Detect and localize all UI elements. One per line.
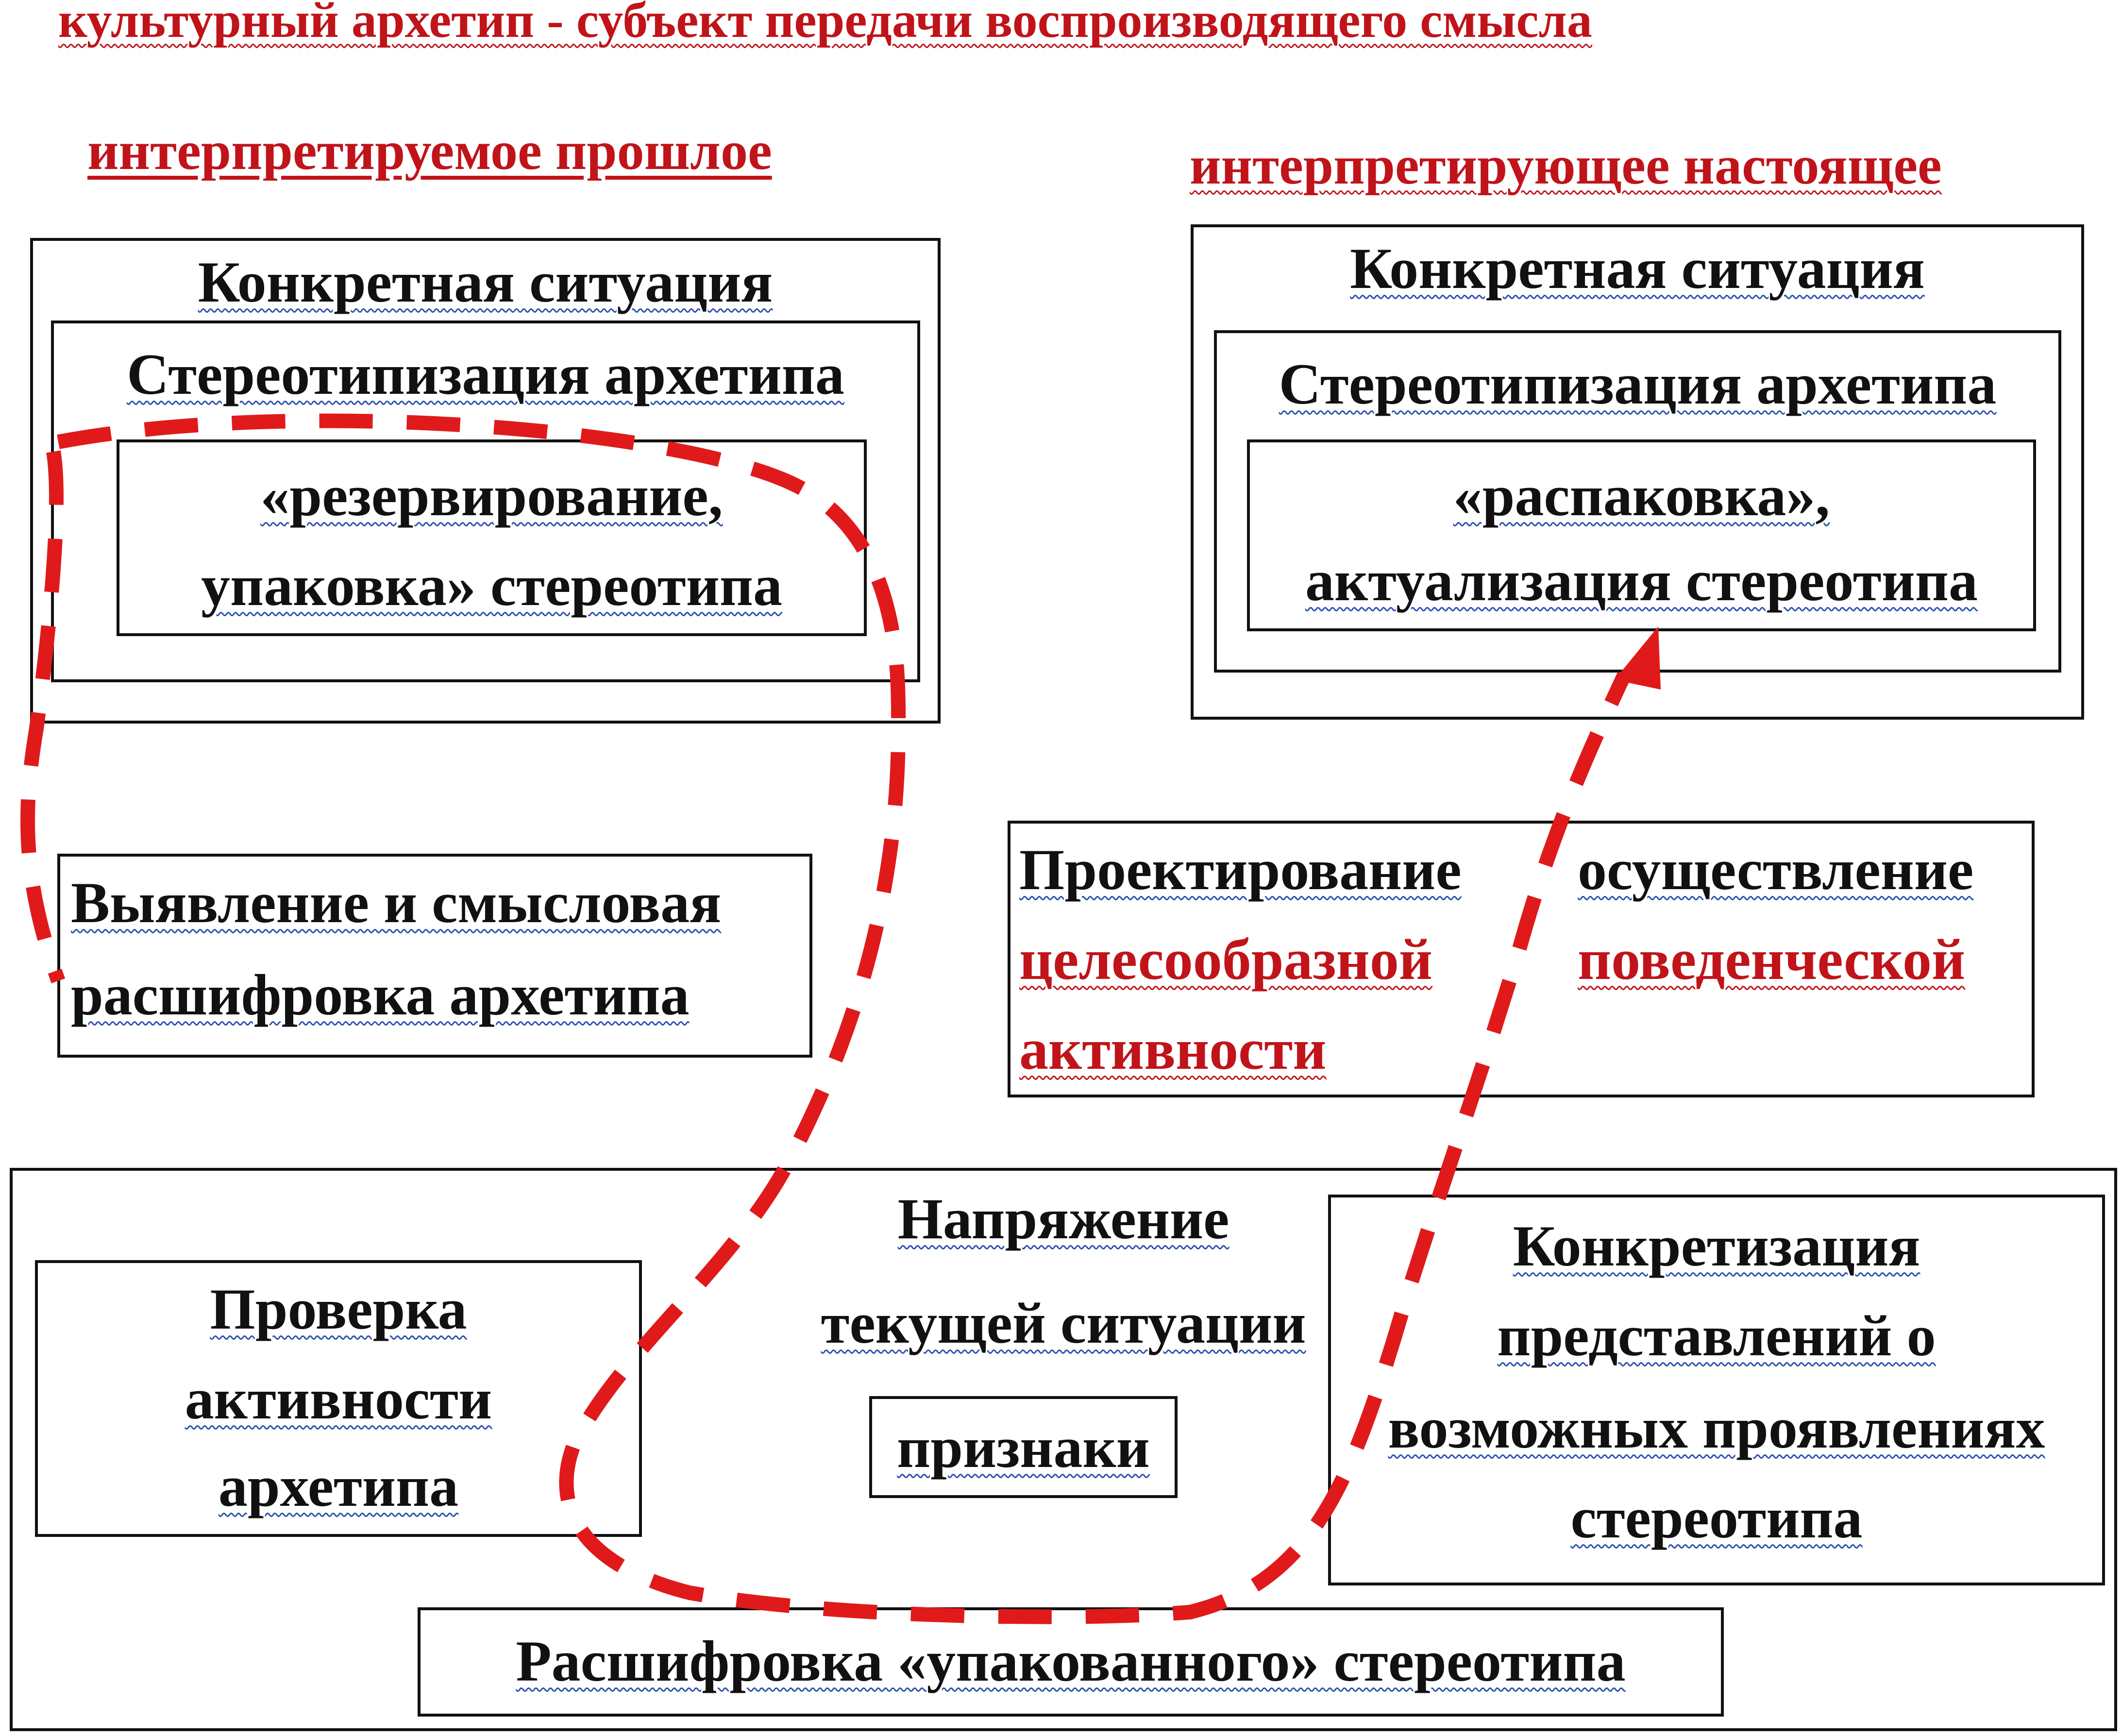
past-packing-line2: упаковка» стереотипа: [201, 553, 782, 618]
detection-line1: Выявление и смысловая: [71, 870, 722, 935]
past-heading: интерпретируемое прошлое: [87, 121, 772, 181]
past-situation-label: Конкретная ситуация: [198, 250, 773, 314]
concretization-line3: возможных проявлениях: [1388, 1396, 2045, 1460]
concretization-line4: стереотипа: [1570, 1485, 1863, 1550]
past-stereotyping-label: Стереотипизация архетипа: [127, 342, 844, 406]
tension-line1: Напряжение: [897, 1186, 1229, 1251]
detection-line2: расшифровка архетипа: [71, 962, 690, 1027]
check-line2: активности: [185, 1366, 492, 1431]
signs-label: признаки: [897, 1415, 1150, 1480]
past-packing-box: «резервирование, упаковка» стереотипа: [117, 439, 867, 636]
present-unpacking-line1: «распаковка»,: [1453, 463, 1830, 528]
concretization-box: Конкретизация представлений о возможных …: [1328, 1195, 2105, 1585]
projection-col1-line2: целесообразной: [1019, 927, 1432, 992]
decoding-box: Расшифровка «упакованного» стереотипа: [418, 1607, 1724, 1717]
projection-col2-line1: осуществление: [1578, 837, 1974, 902]
projection-col1-line3: активности: [1019, 1017, 1327, 1081]
present-situation-label: Конкретная ситуация: [1350, 236, 1925, 301]
present-stereotyping-label: Стереотипизация архетипа: [1279, 352, 1997, 416]
present-unpacking-line2: актуализация стереотипа: [1305, 548, 1978, 613]
signs-box: признаки: [869, 1396, 1178, 1498]
concretization-line2: представлений о: [1497, 1303, 1936, 1368]
tension-line2: текущей ситуации: [821, 1291, 1306, 1355]
projection-col1-line1: Проектирование: [1019, 837, 1462, 902]
present-unpacking-box: «распаковка», актуализация стереотипа: [1247, 439, 2036, 631]
present-heading: интерпретирующее настоящее: [1190, 135, 1942, 196]
check-line1: Проверка: [210, 1277, 467, 1341]
concretization-line1: Конкретизация: [1513, 1214, 1920, 1278]
projection-box: Проектирование целесообразной активности…: [1008, 821, 2035, 1097]
check-line3: архетипа: [218, 1454, 459, 1518]
past-packing-line1: «резервирование,: [260, 463, 723, 528]
detection-box: Выявление и смысловая расшифровка архети…: [57, 854, 812, 1058]
check-box: Проверка активности архетипа: [35, 1260, 642, 1537]
diagram-title: культурный архетип - субъект передачи во…: [58, 0, 1592, 48]
projection-col2-line2: поведенческой: [1578, 927, 1966, 992]
decoding-label: Расшифровка «упакованного» стереотипа: [516, 1629, 1626, 1693]
